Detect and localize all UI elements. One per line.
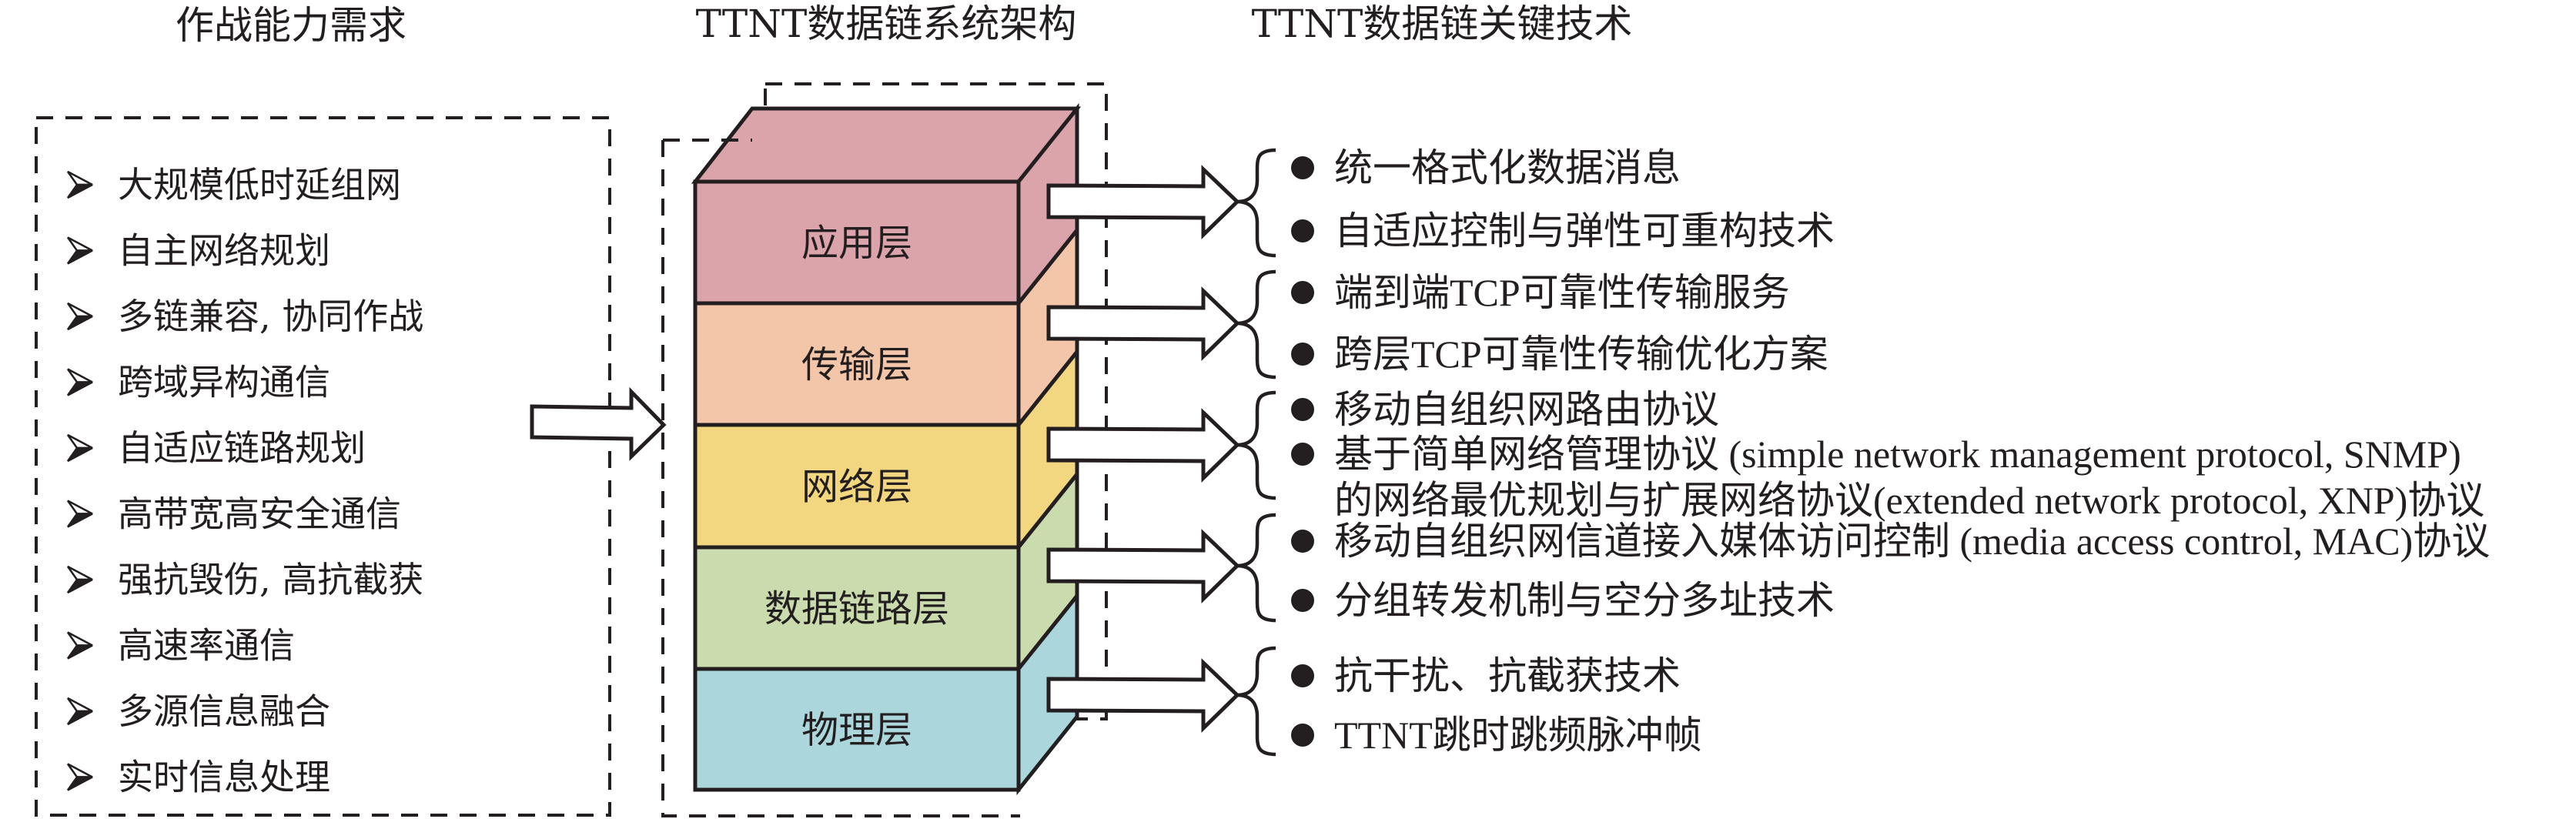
filled-circle-bullet-icon bbox=[1291, 398, 1314, 421]
technology-label: 移动自组织网信道接入媒体访问控制 (media access control, … bbox=[1334, 520, 2490, 563]
filled-circle-bullet-icon bbox=[1291, 530, 1314, 553]
requirement-item: 多链兼容, 协同作战 bbox=[66, 296, 423, 337]
technology-label: 移动自组织网路由协议 bbox=[1334, 388, 1719, 431]
requirement-label: 跨域异构通信 bbox=[118, 362, 330, 403]
output-arrow-icon bbox=[1046, 408, 1240, 483]
filled-circle-bullet-icon bbox=[1291, 219, 1314, 242]
layer-label: 物理层 bbox=[801, 709, 912, 752]
technology-item: 基于简单网络管理协议 (simple network management pr… bbox=[1291, 433, 2484, 522]
stack-top-face bbox=[691, 106, 1082, 184]
layer-label: 应用层 bbox=[801, 222, 912, 265]
technology-item: 移动自组织网路由协议 bbox=[1291, 388, 1719, 431]
output-arrow-icon bbox=[1046, 286, 1240, 361]
filled-circle-bullet-icon bbox=[1291, 724, 1314, 747]
technology-item: 跨层TCP可靠性传输优化方案 bbox=[1291, 333, 1828, 376]
brace-icon bbox=[1236, 390, 1276, 500]
output-arrow-icon bbox=[1046, 529, 1240, 603]
layer-2: 传输层 bbox=[693, 224, 1079, 431]
layer-front-face bbox=[693, 301, 1021, 427]
requirement-item: 实时信息处理 bbox=[66, 757, 330, 798]
filled-circle-bullet-icon bbox=[1291, 156, 1314, 179]
requirement-item: 自适应链路规划 bbox=[66, 427, 366, 469]
arrowhead-bullet-icon bbox=[66, 697, 93, 726]
title-architecture: TTNT数据链系统架构 bbox=[696, 2, 1077, 46]
arrowhead-bullet-icon bbox=[66, 302, 93, 331]
requirement-label: 高速率通信 bbox=[118, 625, 295, 667]
brace-icon bbox=[1236, 269, 1276, 379]
technology-group: 抗干扰、抗截获技术 TTNT跳时跳频脉冲帧 bbox=[1046, 646, 1702, 757]
technology-label: 端到端TCP可靠性传输服务 bbox=[1334, 271, 1790, 314]
arrowhead-bullet-icon bbox=[66, 763, 93, 791]
arrowhead-bullet-icon bbox=[66, 631, 93, 660]
arrowhead-bullet-icon bbox=[66, 500, 93, 528]
layer-front-face bbox=[693, 667, 1021, 792]
requirement-label: 实时信息处理 bbox=[118, 757, 330, 798]
requirement-item: 高速率通信 bbox=[66, 625, 295, 667]
layer-front-face bbox=[693, 179, 1021, 306]
layer-label: 网络层 bbox=[801, 466, 912, 509]
title-technologies: TTNT数据链关键技术 bbox=[1252, 2, 1633, 46]
technology-item: 移动自组织网信道接入媒体访问控制 (media access control, … bbox=[1291, 520, 2490, 563]
technology-label: TTNT跳时跳频脉冲帧 bbox=[1334, 714, 1702, 757]
technology-item: 端到端TCP可靠性传输服务 bbox=[1291, 271, 1790, 314]
requirement-label: 自主网络规划 bbox=[118, 230, 330, 272]
technology-label: 跨层TCP可靠性传输优化方案 bbox=[1334, 333, 1828, 376]
requirement-item: 高带宽高安全通信 bbox=[66, 493, 401, 535]
technology-groups: 统一格式化数据消息自适应控制与弹性可重构技术端到端TCP可靠性传输服务跨层TCP… bbox=[1046, 146, 2490, 757]
front-dashed-frame-left bbox=[661, 140, 1020, 817]
technology-item: 分组转发机制与空分多址技术 bbox=[1291, 579, 1835, 622]
technology-group: 移动自组织网信道接入媒体访问控制 (media access control, … bbox=[1046, 513, 2490, 623]
requirement-label: 强抗毁伤, 高抗截获 bbox=[118, 559, 423, 600]
technology-item: 抗干扰、抗截获技术 bbox=[1291, 654, 1681, 697]
title-requirements: 作战能力需求 bbox=[176, 3, 406, 48]
technology-item: TTNT跳时跳频脉冲帧 bbox=[1291, 714, 1702, 757]
requirement-item: 强抗毁伤, 高抗截获 bbox=[66, 559, 423, 600]
technology-label: 抗干扰、抗截获技术 bbox=[1334, 654, 1681, 697]
requirement-item: 大规模低时延组网 bbox=[66, 164, 401, 206]
technology-label: 自适应控制与弹性可重构技术 bbox=[1334, 209, 1835, 252]
brace-icon bbox=[1236, 513, 1276, 623]
filled-circle-bullet-icon bbox=[1291, 343, 1314, 366]
requirement-item: 跨域异构通信 bbox=[66, 362, 330, 403]
requirement-item: 多源信息融合 bbox=[66, 690, 330, 732]
filled-circle-bullet-icon bbox=[1291, 664, 1314, 687]
technology-item: 统一格式化数据消息 bbox=[1291, 146, 1681, 189]
requirement-label: 多链兼容, 协同作战 bbox=[118, 296, 423, 337]
filled-circle-bullet-icon bbox=[1291, 589, 1314, 612]
layer-1: 应用层 bbox=[693, 102, 1079, 309]
output-arrow-icon bbox=[1046, 658, 1240, 733]
requirement-label: 自适应链路规划 bbox=[118, 427, 366, 469]
input-arrow-icon bbox=[530, 386, 667, 461]
arrowhead-bullet-icon bbox=[66, 565, 93, 594]
arrowhead-bullet-icon bbox=[66, 170, 93, 199]
requirement-label: 高带宽高安全通信 bbox=[118, 493, 401, 535]
arrowhead-bullet-icon bbox=[66, 236, 93, 265]
arrowhead-bullet-icon bbox=[66, 368, 93, 396]
technology-label: 基于简单网络管理协议 (simple network management pr… bbox=[1334, 433, 2461, 476]
technology-item: 自适应控制与弹性可重构技术 bbox=[1291, 209, 1835, 252]
arrowhead-bullet-icon bbox=[66, 433, 93, 463]
brace-icon bbox=[1236, 646, 1276, 757]
layer-front-face bbox=[693, 545, 1021, 671]
requirement-label: 多源信息融合 bbox=[118, 690, 330, 732]
layer-label: 传输层 bbox=[801, 343, 912, 386]
layer-label: 数据链路层 bbox=[764, 587, 949, 630]
requirements-box bbox=[35, 116, 611, 817]
brace-icon bbox=[1236, 148, 1276, 258]
filled-circle-bullet-icon bbox=[1291, 281, 1314, 304]
requirement-item: 自主网络规划 bbox=[66, 230, 330, 272]
requirement-label: 大规模低时延组网 bbox=[118, 164, 401, 206]
technology-label: 分组转发机制与空分多址技术 bbox=[1334, 579, 1835, 622]
technology-label: 统一格式化数据消息 bbox=[1334, 146, 1681, 189]
filled-circle-bullet-icon bbox=[1291, 443, 1314, 466]
technology-label: 的网络最优规划与扩展网络协议(extended network protocol… bbox=[1334, 479, 2484, 522]
output-arrow-icon bbox=[1046, 165, 1240, 239]
